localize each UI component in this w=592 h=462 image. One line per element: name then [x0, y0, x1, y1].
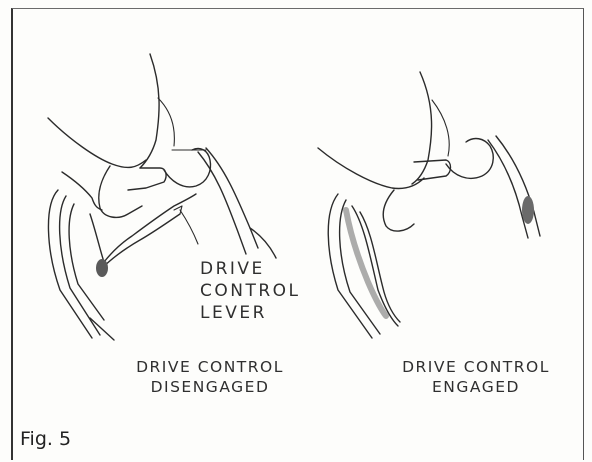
lever-callout-label-line2: CONTROL — [200, 280, 301, 302]
handle-right-tube-engaged — [496, 136, 540, 236]
figure-number: Fig. 5 — [20, 428, 71, 450]
drive-control-lever — [90, 214, 104, 262]
hand-left — [48, 118, 146, 167]
hand-right — [318, 148, 424, 189]
handle-right-tube — [206, 148, 258, 248]
disengaged-caption-line1: DRIVE CONTROL — [106, 358, 314, 377]
engaged-caption-line1: DRIVE CONTROL — [372, 358, 580, 377]
lever-callout-label-line3: LEVER — [200, 302, 267, 324]
lever-callout-label-line1: DRIVE — [200, 258, 265, 280]
engaged-caption-line2: ENGAGED — [372, 378, 580, 397]
handle-engaged-illustration — [318, 72, 540, 338]
disengaged-caption-line2: DISENGAGED — [106, 378, 314, 397]
handle-left-tube-outer — [48, 190, 92, 338]
